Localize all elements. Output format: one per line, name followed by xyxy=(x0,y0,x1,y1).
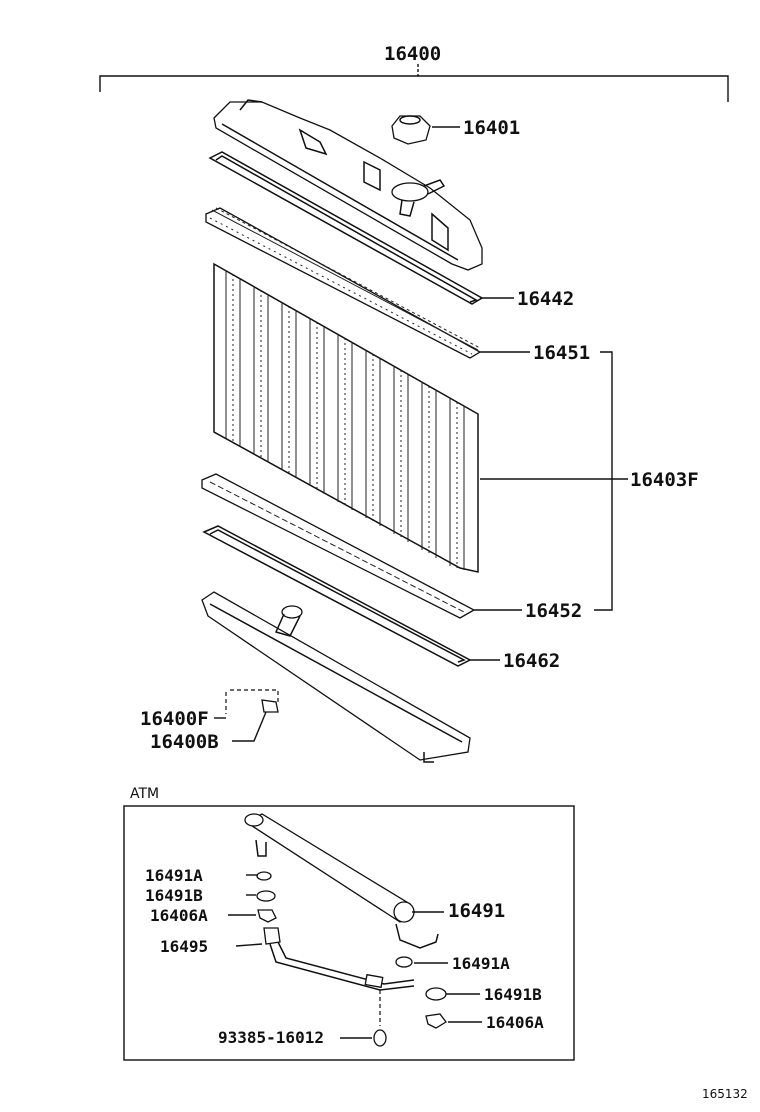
label-upper-gasket: 16442 xyxy=(517,288,574,310)
radiator-core xyxy=(213,262,479,573)
label-core: 16403F xyxy=(630,469,699,491)
label-upper-plate: 16451 xyxy=(533,342,590,364)
label-lower-plate: 16452 xyxy=(525,600,582,622)
cooler-hose xyxy=(263,927,415,991)
label-gasket-a-right: 16491A xyxy=(452,954,510,973)
label-gasket-b-left: 16491B xyxy=(145,886,203,905)
lower-header-plate xyxy=(201,473,476,619)
label-assembly: 16400 xyxy=(384,43,441,65)
lower-tank xyxy=(201,591,471,763)
label-bolt: 93385-16012 xyxy=(218,1028,324,1047)
left-fittings xyxy=(256,871,277,923)
label-drain-plug: 16400B xyxy=(150,731,219,753)
label-union-left: 16406A xyxy=(150,906,208,925)
drain-cock xyxy=(225,689,279,714)
label-gasket-b-right: 16491B xyxy=(484,985,542,1004)
radiator-cap xyxy=(391,115,431,145)
upper-header-plate xyxy=(205,207,482,359)
label-gasket-a-left: 16491A xyxy=(145,866,203,885)
label-cooler-pipe: 16491 xyxy=(448,900,505,922)
label-drain-cock: 16400F xyxy=(140,708,209,730)
upper-tank xyxy=(213,99,483,271)
assembly-bracket xyxy=(99,64,729,102)
figure-number: 165132 xyxy=(702,1087,748,1101)
label-cap: 16401 xyxy=(463,117,520,139)
label-cooler-hose: 16495 xyxy=(160,937,208,956)
core-bracket xyxy=(594,351,613,611)
atm-section-box xyxy=(123,805,575,1061)
label-lower-gasket: 16462 xyxy=(503,650,560,672)
label-atm-section: ATM xyxy=(130,786,159,802)
oil-cooler-pipe xyxy=(244,813,439,949)
bolt xyxy=(373,990,387,1047)
right-fittings xyxy=(395,956,447,1029)
label-union-right: 16406A xyxy=(486,1013,544,1032)
